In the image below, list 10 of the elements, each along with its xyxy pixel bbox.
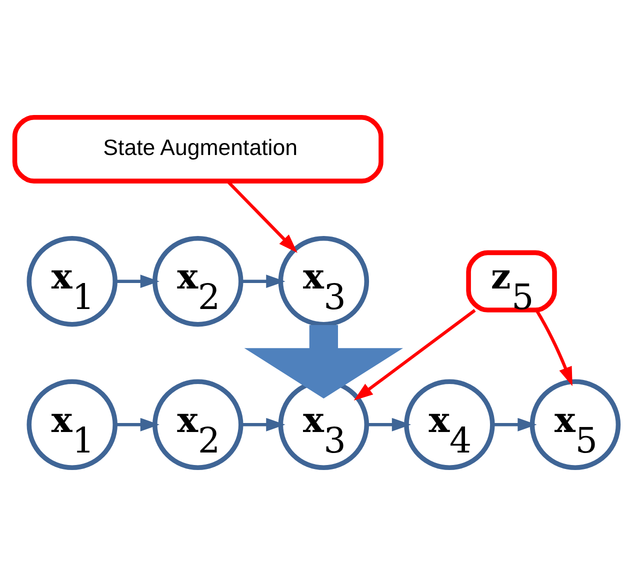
arrow (492, 418, 537, 432)
arrow (115, 418, 160, 432)
arrow (244, 324, 404, 398)
arrow (241, 418, 286, 432)
arrow (535, 310, 572, 386)
arrow (354, 309, 476, 401)
arrow (115, 274, 160, 288)
arrow (241, 274, 286, 288)
arrow (366, 418, 412, 432)
node-box: State Augmentation (12, 114, 384, 184)
